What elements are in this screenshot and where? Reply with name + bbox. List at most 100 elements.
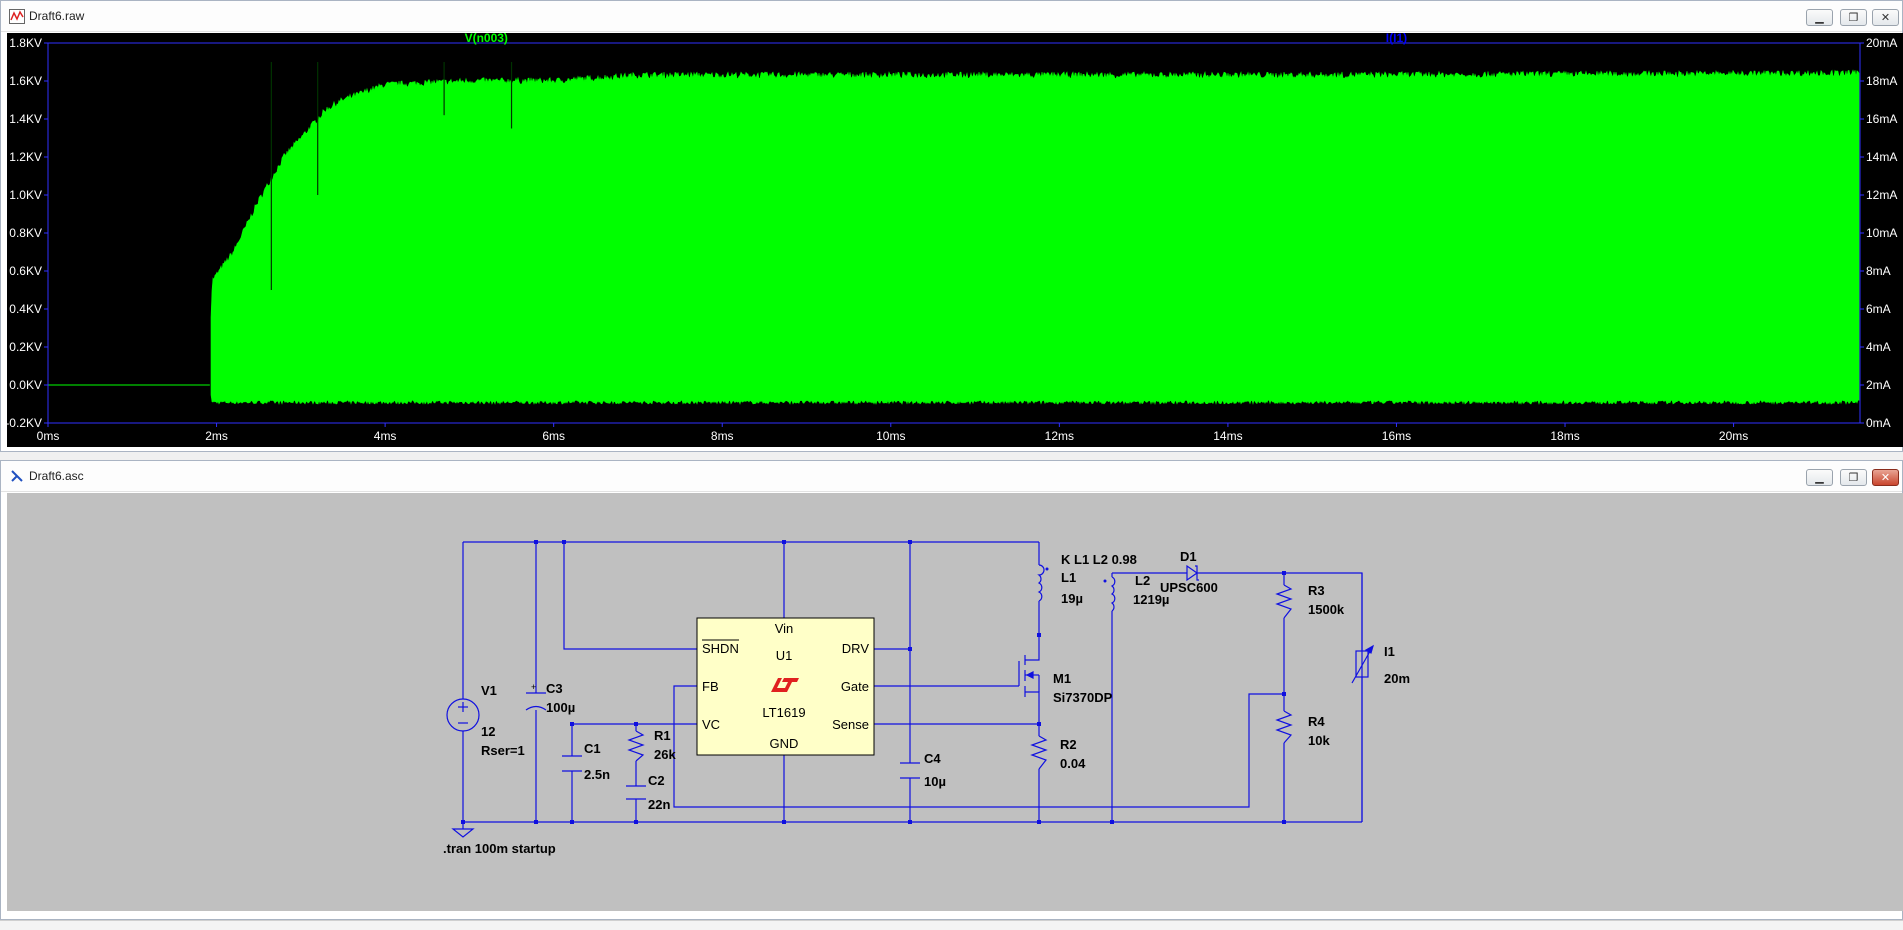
- voltage-source-v1[interactable]: [446, 698, 480, 732]
- y-right-tick-label: 16mA: [1866, 112, 1897, 126]
- y-left-tick-label: 1.0KV: [9, 188, 42, 202]
- r1-name: R1: [654, 728, 671, 743]
- x-tick-label: 0ms: [37, 429, 60, 443]
- c4-value: 10µ: [924, 774, 946, 789]
- minimize-button[interactable]: ▁: [1806, 9, 1833, 26]
- l1-value: 19µ: [1061, 591, 1083, 606]
- l1-name: L1: [1061, 570, 1076, 585]
- x-tick-label: 8ms: [711, 429, 734, 443]
- ic-part: LT1619: [762, 705, 805, 720]
- schematic-canvas[interactable]: Vin SHDN U1 DRV FB Gate LT1619 VC Sense …: [7, 493, 1903, 911]
- y-left-tick-label: 0.4KV: [9, 302, 42, 316]
- capacitor-c3[interactable]: [525, 692, 547, 711]
- inductor-l1[interactable]: [1037, 564, 1045, 602]
- y-right-tick-label: 18mA: [1866, 74, 1897, 88]
- y-right-tick-label: 6mA: [1866, 302, 1891, 316]
- y-right-tick-label: 12mA: [1866, 188, 1897, 202]
- r4-value: 10k: [1308, 733, 1330, 748]
- x-tick-label: 2ms: [205, 429, 228, 443]
- x-tick-label: 20ms: [1719, 429, 1748, 443]
- x-tick-label: 4ms: [374, 429, 397, 443]
- pin-gate-label: Gate: [841, 679, 869, 694]
- schematic-titlebar[interactable]: Draft6.asc ▁ ❐ ✕: [1, 461, 1902, 492]
- capacitor-c4[interactable]: [900, 762, 920, 779]
- waveform-window-title: Draft6.raw: [29, 9, 85, 23]
- r2-name: R2: [1060, 737, 1077, 752]
- schematic-minimize-button[interactable]: ▁: [1806, 469, 1833, 486]
- d1-value: UPSC600: [1160, 580, 1218, 595]
- diode-d1[interactable]: [1186, 564, 1199, 582]
- y-left-tick-label: 0.2KV: [9, 340, 42, 354]
- y-left-tick-label: 0.0KV: [9, 378, 42, 392]
- schematic-close-button[interactable]: ✕: [1872, 469, 1899, 486]
- y-right-tick-label: 4mA: [1866, 340, 1891, 354]
- resistor-r3[interactable]: [1275, 584, 1293, 619]
- current-source-i1[interactable]: [1351, 573, 1374, 822]
- capacitor-c1[interactable]: [562, 755, 582, 772]
- v1-value: 12: [481, 724, 495, 739]
- y-left-tick-label: 1.4KV: [9, 112, 42, 126]
- x-tick-label: 18ms: [1550, 429, 1579, 443]
- close-button[interactable]: ✕: [1872, 9, 1899, 26]
- tran-directive: .tran 100m startup: [443, 841, 556, 856]
- x-tick-label: 14ms: [1213, 429, 1242, 443]
- m1-value: Si7370DP: [1053, 690, 1113, 705]
- y-left-tick-label: 0.8KV: [9, 226, 42, 240]
- c1-value: 2.5n: [584, 767, 610, 782]
- restore-button[interactable]: ❐: [1840, 9, 1867, 26]
- v1-rser: Rser=1: [481, 743, 525, 758]
- resistor-r1[interactable]: [627, 730, 645, 762]
- mosfet-m1[interactable]: [1018, 653, 1040, 699]
- pin-shdn-label: SHDN: [702, 641, 739, 656]
- lt-logo-icon: [771, 678, 799, 692]
- schematic-file-icon: [11, 470, 23, 482]
- ic-u1[interactable]: Vin SHDN U1 DRV FB Gate LT1619 VC Sense …: [696, 617, 875, 756]
- l1-dot: [1045, 567, 1049, 571]
- pin-vin-label: Vin: [775, 621, 794, 636]
- v1-name: V1: [481, 683, 497, 698]
- r3-name: R3: [1308, 583, 1325, 598]
- y-right-tick-label: 10mA: [1866, 226, 1897, 240]
- schematic-drawing[interactable]: Vin SHDN U1 DRV FB Gate LT1619 VC Sense …: [7, 493, 1903, 911]
- pin-drv-label: DRV: [842, 641, 870, 656]
- resistor-r2[interactable]: [1030, 735, 1048, 770]
- pin-vc-label: VC: [702, 717, 720, 732]
- c2-name: C2: [648, 773, 665, 788]
- resistor-r4[interactable]: [1275, 710, 1293, 744]
- inductor-l2[interactable]: [1110, 576, 1116, 612]
- x-tick-label: 6ms: [542, 429, 565, 443]
- x-tick-label: 12ms: [1045, 429, 1074, 443]
- schematic-window: Draft6.asc ▁ ❐ ✕: [0, 460, 1903, 920]
- r3-value: 1500k: [1308, 602, 1345, 617]
- c4-name: C4: [924, 751, 941, 766]
- x-tick-label: 16ms: [1382, 429, 1411, 443]
- y-right-tick-label: 0mA: [1866, 416, 1891, 430]
- y-right-tick-label: 8mA: [1866, 264, 1891, 278]
- l2-value: 1219µ: [1133, 592, 1169, 607]
- y-left-tick-label: 0.6KV: [9, 264, 42, 278]
- r2-value: 0.04: [1060, 756, 1086, 771]
- l2-dot: [1103, 579, 1107, 583]
- mdi-bottom-strip: [0, 920, 1903, 930]
- k-coupling: K L1 L2 0.98: [1061, 552, 1137, 567]
- r4-name: R4: [1308, 714, 1325, 729]
- x-tick-label: 10ms: [876, 429, 905, 443]
- capacitor-c2[interactable]: [626, 785, 646, 800]
- i1-value: 20m: [1384, 671, 1410, 686]
- y-right-tick-label: 2mA: [1866, 378, 1891, 392]
- schematic-window-title: Draft6.asc: [29, 469, 84, 483]
- ground-symbol: [451, 822, 475, 838]
- schematic-restore-button[interactable]: ❐: [1840, 469, 1867, 486]
- i1-name: I1: [1384, 644, 1395, 659]
- y-left-tick-label: 1.8KV: [9, 36, 42, 50]
- m1-name: M1: [1053, 671, 1071, 686]
- y-right-tick-label: 20mA: [1866, 36, 1897, 50]
- waveform-titlebar[interactable]: Draft6.raw ▁ ❐ ✕: [1, 1, 1902, 32]
- y-left-tick-label: -0.2KV: [7, 416, 42, 430]
- waveform-file-icon: [9, 9, 25, 24]
- pin-gnd-label: GND: [770, 736, 799, 751]
- ic-name: U1: [776, 648, 793, 663]
